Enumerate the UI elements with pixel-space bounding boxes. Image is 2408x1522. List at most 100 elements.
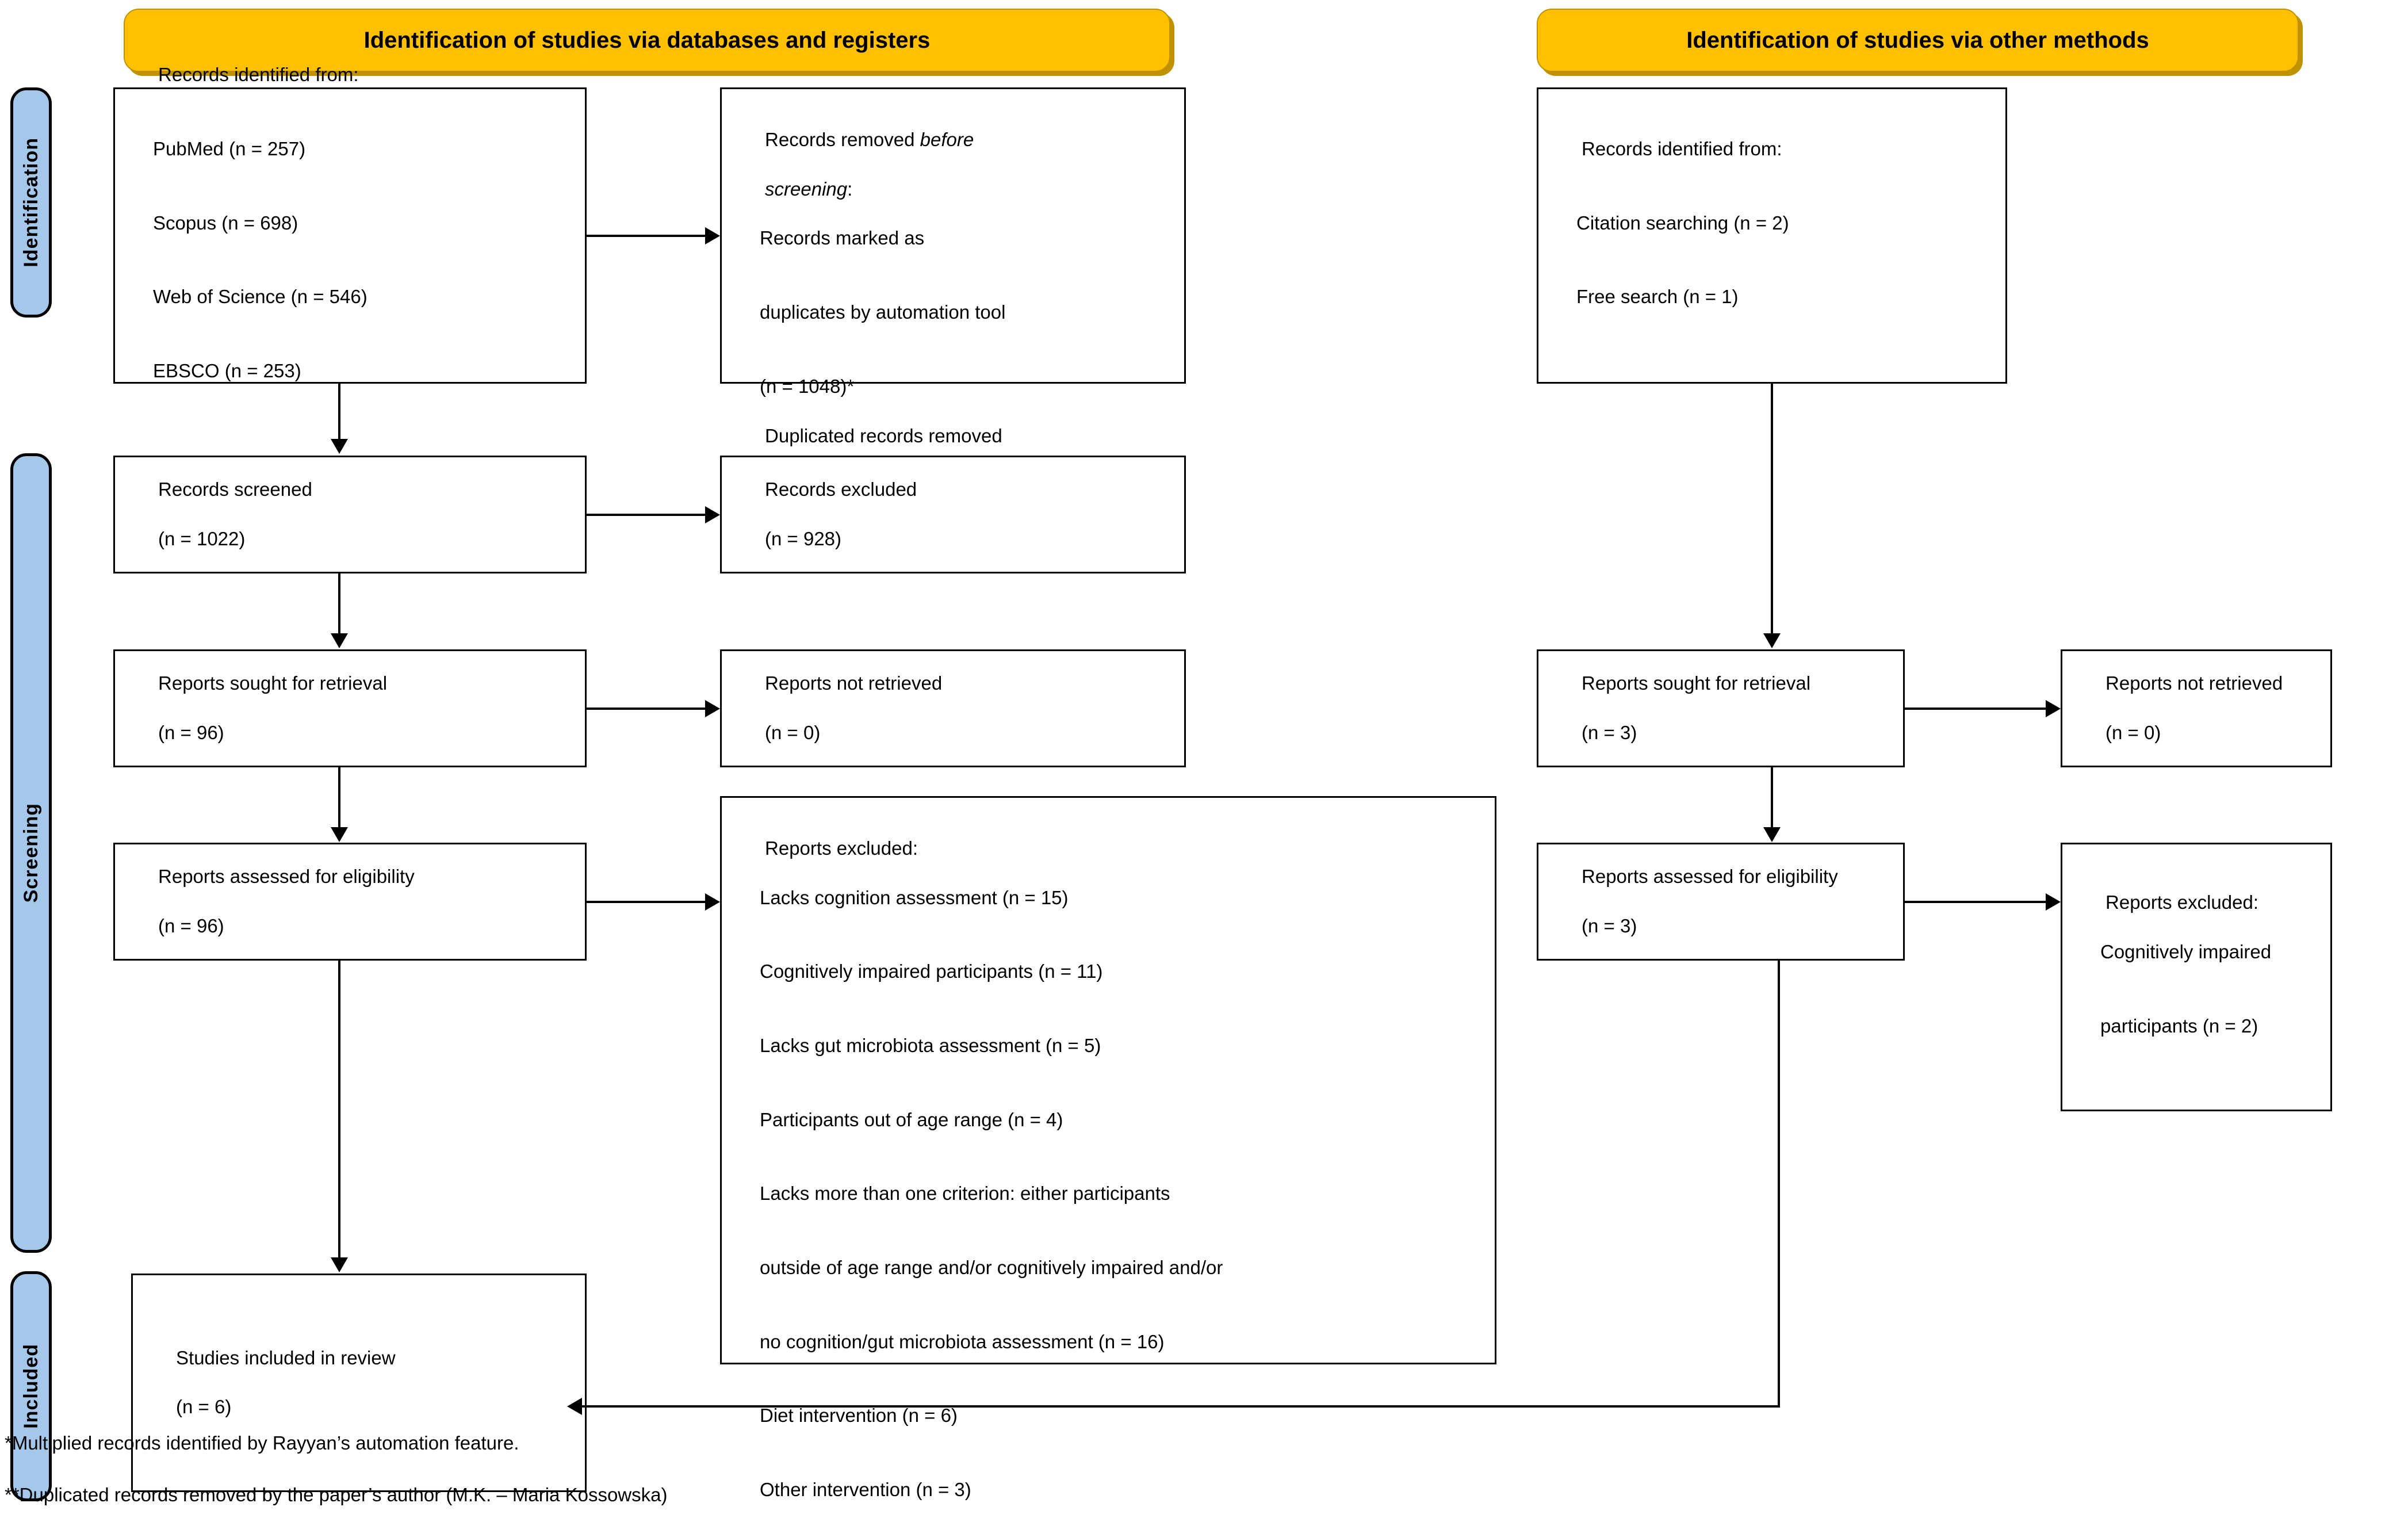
arrowhead-identified-to-screened (331, 439, 348, 454)
box-reports-excluded-list: Reports excluded: Lacks cognition assess… (720, 796, 1496, 1500)
box-studies-included-review: Studies included in review (n = 6) (131, 1274, 587, 1492)
reports-not-retrieved-count: (n = 0) (765, 721, 821, 743)
other-excluded-reason-0: Cognitively impaired (2100, 941, 2272, 963)
other-reports-assessed-count: (n = 3) (1582, 915, 1637, 936)
arrowhead-other-assessed-to-included (567, 1398, 582, 1415)
excluded-reason-7: Diet intervention (n = 6) (760, 1405, 958, 1427)
stage-label-screening: Screening (20, 803, 42, 903)
reports-sought-label: Reports sought for retrieval (158, 672, 388, 694)
records-identified-title: Records identified from: (158, 64, 359, 86)
connector-screened-to-excluded (587, 514, 705, 516)
reports-assessed-label: Reports assessed for eligibility (158, 866, 415, 888)
other-excluded-title: Reports excluded: (2105, 892, 2258, 913)
other-reports-assessed-label: Reports assessed for eligibility (1582, 866, 1838, 888)
other-reports-sought-label: Reports sought for retrieval (1582, 672, 1811, 694)
studies-included-count: (n = 6) (176, 1396, 232, 1418)
arrowhead-other-assessed-to-excluded (2046, 893, 2061, 911)
connector-identified-to-removed (587, 235, 705, 237)
box-reports-sought-retrieval: Reports sought for retrieval (n = 96) (113, 649, 587, 767)
excluded-reason-6: no cognition/gut microbiota assessment (… (760, 1330, 1165, 1352)
box-other-reports-assessed-eligibility: Reports assessed for eligibility (n = 3) (1537, 843, 1905, 961)
other-reports-not-retrieved-label: Reports not retrieved (2105, 672, 2283, 694)
other-reports-sought-count: (n = 3) (1582, 721, 1637, 743)
other-excluded-reason-1: participants (n = 2) (2100, 1015, 2258, 1037)
connector-identified-to-screened (338, 384, 340, 439)
footnote-asterisk-one: *Multiplied records identified by Rayyan… (5, 1432, 519, 1454)
records-removed-title-before: before (920, 128, 974, 150)
stage-pill-included: Included (10, 1271, 52, 1501)
records-removed-item-2: (n = 1048)* (760, 375, 855, 397)
arrowhead-assessed-to-included (331, 1257, 348, 1272)
other-records-identified-title: Records identified from: (1582, 137, 1782, 159)
box-records-screened: Records screened (n = 1022) (113, 456, 587, 573)
box-records-excluded: Records excluded (n = 928) (720, 456, 1186, 573)
arrowhead-screened-to-excluded (705, 506, 720, 523)
records-removed-item-0: Records marked as (760, 227, 925, 249)
arrowhead-assessed-to-excluded (705, 893, 720, 911)
excluded-reason-5: outside of age range and/or cognitively … (760, 1257, 1223, 1279)
reports-assessed-count: (n = 96) (158, 915, 224, 936)
connector-other-sought-to-assessed (1771, 767, 1773, 827)
source-citation-searching: Citation searching (n = 2) (1576, 212, 1789, 234)
reports-not-retrieved-label: Reports not retrieved (765, 672, 943, 694)
connector-other-assessed-to-included (582, 1405, 1780, 1408)
source-web-of-science: Web of Science (n = 546) (153, 286, 367, 308)
box-reports-not-retrieved: Reports not retrieved (n = 0) (720, 649, 1186, 767)
records-screened-label: Records screened (158, 479, 312, 500)
arrowhead-other-identified-to-sought (1763, 633, 1781, 648)
footnote-asterisk-two: **Duplicated records removed by the pape… (5, 1484, 667, 1506)
other-reports-not-retrieved-count: (n = 0) (2105, 721, 2161, 743)
stage-label-identification: Identification (20, 137, 42, 267)
connector-screened-to-sought (338, 573, 340, 633)
box-records-removed-before-screening: Records removed before screening: Record… (720, 87, 1186, 495)
stage-pill-identification: Identification (10, 87, 52, 318)
excluded-reason-3: Participants out of age range (n = 4) (760, 1108, 1063, 1130)
arrowhead-identified-to-removed (705, 227, 720, 244)
records-excluded-label: Records excluded (765, 479, 917, 500)
header-other-methods-label: Identification of studies via other meth… (1686, 27, 2149, 53)
records-removed-title-colon: : (847, 178, 853, 200)
reports-sought-count: (n = 96) (158, 721, 224, 743)
connector-assessed-to-included (338, 961, 340, 1257)
source-scopus: Scopus (n = 698) (153, 212, 298, 234)
excluded-reason-4: Lacks more than one criterion: either pa… (760, 1183, 1170, 1204)
header-databases-label: Identification of studies via databases … (363, 27, 931, 53)
excluded-reason-8: Other intervention (n = 3) (760, 1479, 971, 1501)
source-ebsco: EBSCO (n = 253) (153, 360, 301, 381)
header-other-methods: Identification of studies via other meth… (1537, 9, 2299, 72)
arrowhead-screened-to-sought (331, 633, 348, 648)
box-other-reports-not-retrieved: Reports not retrieved (n = 0) (2061, 649, 2332, 767)
connector-other-sought-to-not-retrieved (1905, 708, 2046, 710)
records-removed-title-part1: Records removed (765, 128, 920, 150)
reports-excluded-title: Reports excluded: (765, 837, 918, 859)
excluded-reason-1: Cognitively impaired participants (n = 1… (760, 961, 1103, 982)
arrowhead-other-sought-to-not-retrieved (2046, 700, 2061, 717)
header-databases-registers: Identification of studies via databases … (124, 9, 1170, 72)
arrowhead-other-sought-to-assessed (1763, 827, 1781, 842)
excluded-reason-0: Lacks cognition assessment (n = 15) (760, 886, 1069, 908)
box-records-identified-other: Records identified from: Citation search… (1537, 87, 2007, 384)
box-other-reports-excluded: Reports excluded: Cognitively impaired p… (2061, 843, 2332, 1111)
arrowhead-sought-to-assessed (331, 827, 348, 842)
footnote-two-text: **Duplicated records removed by the pape… (5, 1484, 668, 1505)
source-pubmed: PubMed (n = 257) (153, 137, 306, 159)
connector-sought-to-assessed (338, 767, 340, 827)
records-screened-count: (n = 1022) (158, 527, 246, 549)
arrowhead-sought-to-not-retrieved (705, 700, 720, 717)
excluded-reason-2: Lacks gut microbiota assessment (n = 5) (760, 1035, 1101, 1057)
connector-other-assessed-down (1778, 961, 1780, 1408)
connector-other-assessed-to-excluded (1905, 901, 2046, 903)
records-excluded-count: (n = 928) (765, 527, 842, 549)
box-records-identified-databases: Records identified from: PubMed (n = 257… (113, 64, 587, 384)
records-removed-item-3: Duplicated records removed (765, 425, 1002, 446)
connector-other-identified-to-sought (1771, 384, 1773, 633)
stage-pill-screening: Screening (10, 453, 52, 1253)
records-removed-title-screening: screening (765, 178, 848, 200)
source-free-search: Free search (n = 1) (1576, 286, 1739, 308)
connector-sought-to-not-retrieved (587, 708, 705, 710)
records-removed-item-1: duplicates by automation tool (760, 301, 1006, 323)
box-other-reports-sought-retrieval: Reports sought for retrieval (n = 3) (1537, 649, 1905, 767)
box-reports-assessed-eligibility: Reports assessed for eligibility (n = 96… (113, 843, 587, 961)
connector-assessed-to-excluded (587, 901, 705, 903)
